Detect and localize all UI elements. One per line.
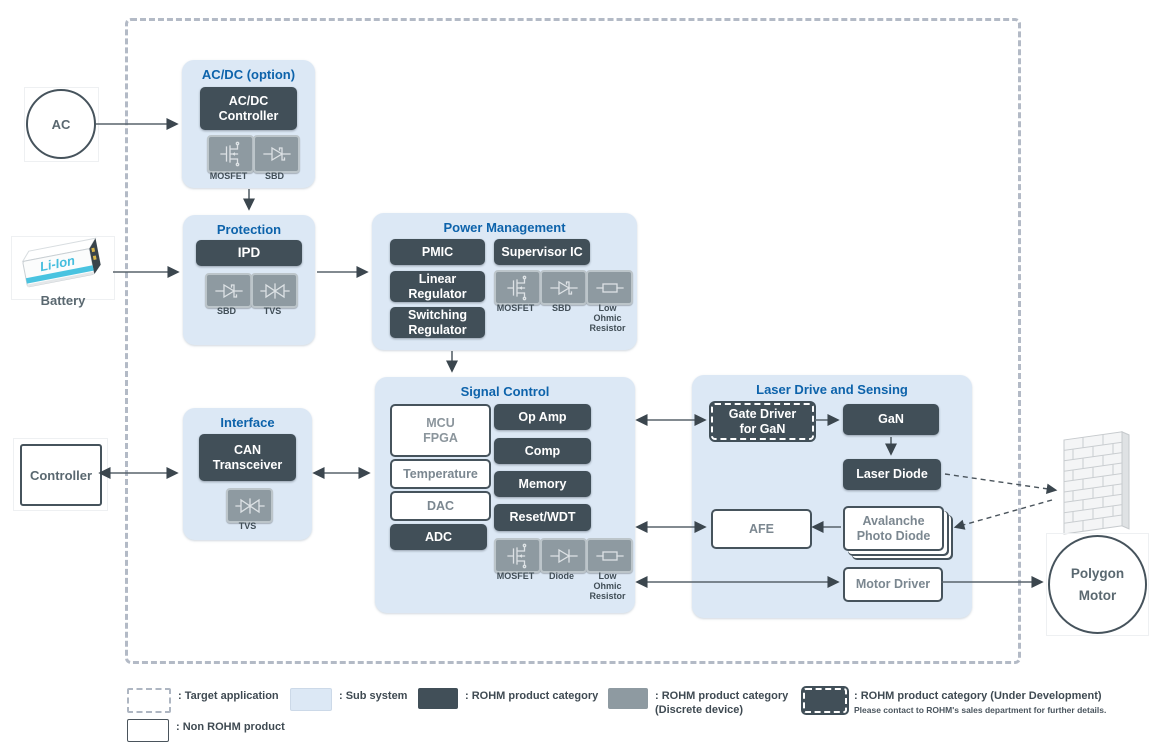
motor-driver-box: Motor Driver — [843, 567, 943, 602]
sbd-icon — [262, 146, 291, 162]
resistor-icon — [595, 282, 624, 293]
sc-discrete-diode — [540, 538, 587, 573]
subsystem-acdc: AC/DC (option) AC/DC Controller MOSFET S… — [182, 60, 315, 188]
subsystem-acdc-title: AC/DC (option) — [201, 67, 296, 82]
gan-box: GaN — [843, 404, 939, 435]
op-amp-box: Op Amp — [494, 404, 591, 430]
pm-discrete-mosfet — [494, 270, 541, 305]
acdc-discrete-mosfet-label: MOSFET — [209, 171, 248, 181]
can-transceiver-box: CAN Transceiver — [199, 434, 296, 481]
legend-rohm-swatch — [418, 688, 458, 709]
wall-icon — [1063, 431, 1130, 535]
sbd-icon — [214, 283, 243, 298]
mosfet-icon — [506, 275, 526, 300]
tvs-icon — [259, 282, 290, 299]
acdc-controller-box: AC/DC Controller — [200, 87, 297, 130]
subsystem-protection: Protection IPD SBD TVS — [183, 215, 315, 345]
legend-target-label: : Target application — [178, 690, 279, 702]
laser-diode-box: Laser Diode — [843, 459, 941, 490]
comp-box: Comp — [494, 438, 591, 464]
sc-discrete-low-ohmic-resistor — [586, 538, 633, 573]
legend-underdev-swatch — [803, 688, 847, 713]
legend-sub-system: : Sub system — [290, 688, 407, 711]
subsystem-signal-control-title: Signal Control — [460, 384, 550, 399]
mosfet-icon — [506, 543, 526, 568]
pm-discrete-low-ohmic-resistor-label: Low Ohmic Resistor — [589, 303, 626, 333]
gate-driver-for-gan-box: Gate Driver for GaN — [711, 403, 814, 440]
acdc-discrete-mosfet — [207, 135, 254, 173]
reset-wdt-box: Reset/WDT — [494, 504, 591, 531]
protection-discrete-sbd-label: SBD — [216, 306, 236, 316]
battery-brand-label: Li-Ion — [39, 253, 77, 274]
acdc-discrete-sbd-label: SBD — [264, 171, 284, 181]
pm-discrete-mosfet-label: MOSFET — [496, 303, 535, 313]
pmic-box: PMIC — [390, 239, 485, 265]
protection-discrete-sbd — [205, 273, 252, 308]
battery-icon: Li-Ion — [21, 237, 101, 288]
legend-subsystem-label: : Sub system — [339, 690, 408, 702]
mcu-fpga-box: MCU FPGA — [390, 404, 491, 457]
pm-discrete-sbd — [540, 270, 587, 305]
adc-box: ADC — [390, 524, 487, 550]
ipd-box: IPD — [196, 240, 302, 266]
legend-discrete-swatch — [608, 688, 648, 709]
ac-source: AC — [26, 89, 96, 159]
legend-non-rohm-label: : Non ROHM product — [176, 721, 285, 733]
pm-discrete-sbd-label: SBD — [551, 303, 571, 313]
sbd-icon — [549, 280, 578, 295]
controller-box: Controller — [20, 444, 102, 506]
legend-discrete-label: : ROHM product category (Discrete device… — [655, 690, 789, 716]
switching-regulator-box: Switching Regulator — [390, 307, 485, 338]
legend-rohm-discrete: : ROHM product category (Discrete device… — [608, 688, 788, 718]
sc-discrete-mosfet — [494, 538, 541, 573]
resistor-icon — [595, 550, 624, 561]
sc-discrete-diode-label: Diode — [548, 571, 574, 581]
polygon-motor-label: Polygon Motor — [1070, 565, 1125, 603]
legend-underdev-note: Please contact to ROHM's sales departmen… — [854, 704, 1107, 715]
legend-target-application: : Target application — [127, 688, 279, 713]
legend-underdev-label: : ROHM product category (Under Developme… — [854, 690, 1102, 702]
subsystem-power-management: Power Management PMIC Linear Regulator S… — [372, 213, 637, 350]
mosfet-icon — [219, 141, 239, 167]
afe-box: AFE — [711, 509, 812, 549]
subsystem-power-management-title: Power Management — [443, 220, 566, 235]
memory-box: Memory — [494, 471, 591, 497]
avalanche-photo-diode-box: Avalanche Photo Diode — [843, 506, 944, 551]
target-application-frame — [125, 18, 1021, 664]
legend-subsystem-swatch — [290, 688, 332, 711]
subsystem-signal-control: Signal Control MCU FPGA Temperature DAC … — [375, 377, 635, 613]
sc-discrete-mosfet-label: MOSFET — [496, 571, 535, 581]
sc-discrete-low-ohmic-resistor-label: Low Ohmic Resistor — [589, 571, 626, 601]
pm-discrete-low-ohmic-resistor — [586, 270, 633, 305]
dac-box: DAC — [390, 491, 491, 521]
battery-label: Battery — [40, 293, 86, 308]
tvs-icon — [234, 497, 265, 514]
polygon-motor: Polygon Motor — [1048, 535, 1147, 634]
protection-discrete-tvs — [251, 273, 298, 308]
legend-target-swatch — [127, 688, 171, 713]
temperature-box: Temperature — [390, 459, 491, 489]
diode-icon — [549, 548, 578, 563]
battery-image-frame — [11, 236, 115, 300]
linear-regulator-box: Linear Regulator — [390, 271, 485, 302]
subsystem-laser-title: Laser Drive and Sensing — [756, 382, 908, 397]
interface-discrete-tvs — [226, 488, 273, 523]
legend-rohm-category: : ROHM product category — [418, 688, 598, 709]
ac-label: AC — [51, 116, 71, 132]
subsystem-interface-title: Interface — [220, 415, 275, 430]
supervisor-ic-box: Supervisor IC — [494, 239, 590, 265]
legend-rohm-label: : ROHM product category — [465, 690, 599, 702]
legend-non-rohm: : Non ROHM product — [127, 719, 285, 742]
subsystem-laser-drive-sensing: Laser Drive and Sensing Gate Driver for … — [692, 375, 972, 618]
subsystem-protection-title: Protection — [216, 222, 282, 237]
polygon-motor-image-frame — [1046, 533, 1149, 636]
protection-discrete-tvs-label: TVS — [263, 306, 282, 316]
controller-label: Controller — [29, 467, 93, 483]
interface-discrete-tvs-label: TVS — [238, 521, 257, 531]
legend-non-rohm-swatch — [127, 719, 169, 742]
legend-rohm-under-development: : ROHM product category (Under Developme… — [803, 688, 1106, 715]
subsystem-interface: Interface CAN Transceiver TVS — [183, 408, 312, 540]
acdc-discrete-sbd — [253, 135, 300, 173]
